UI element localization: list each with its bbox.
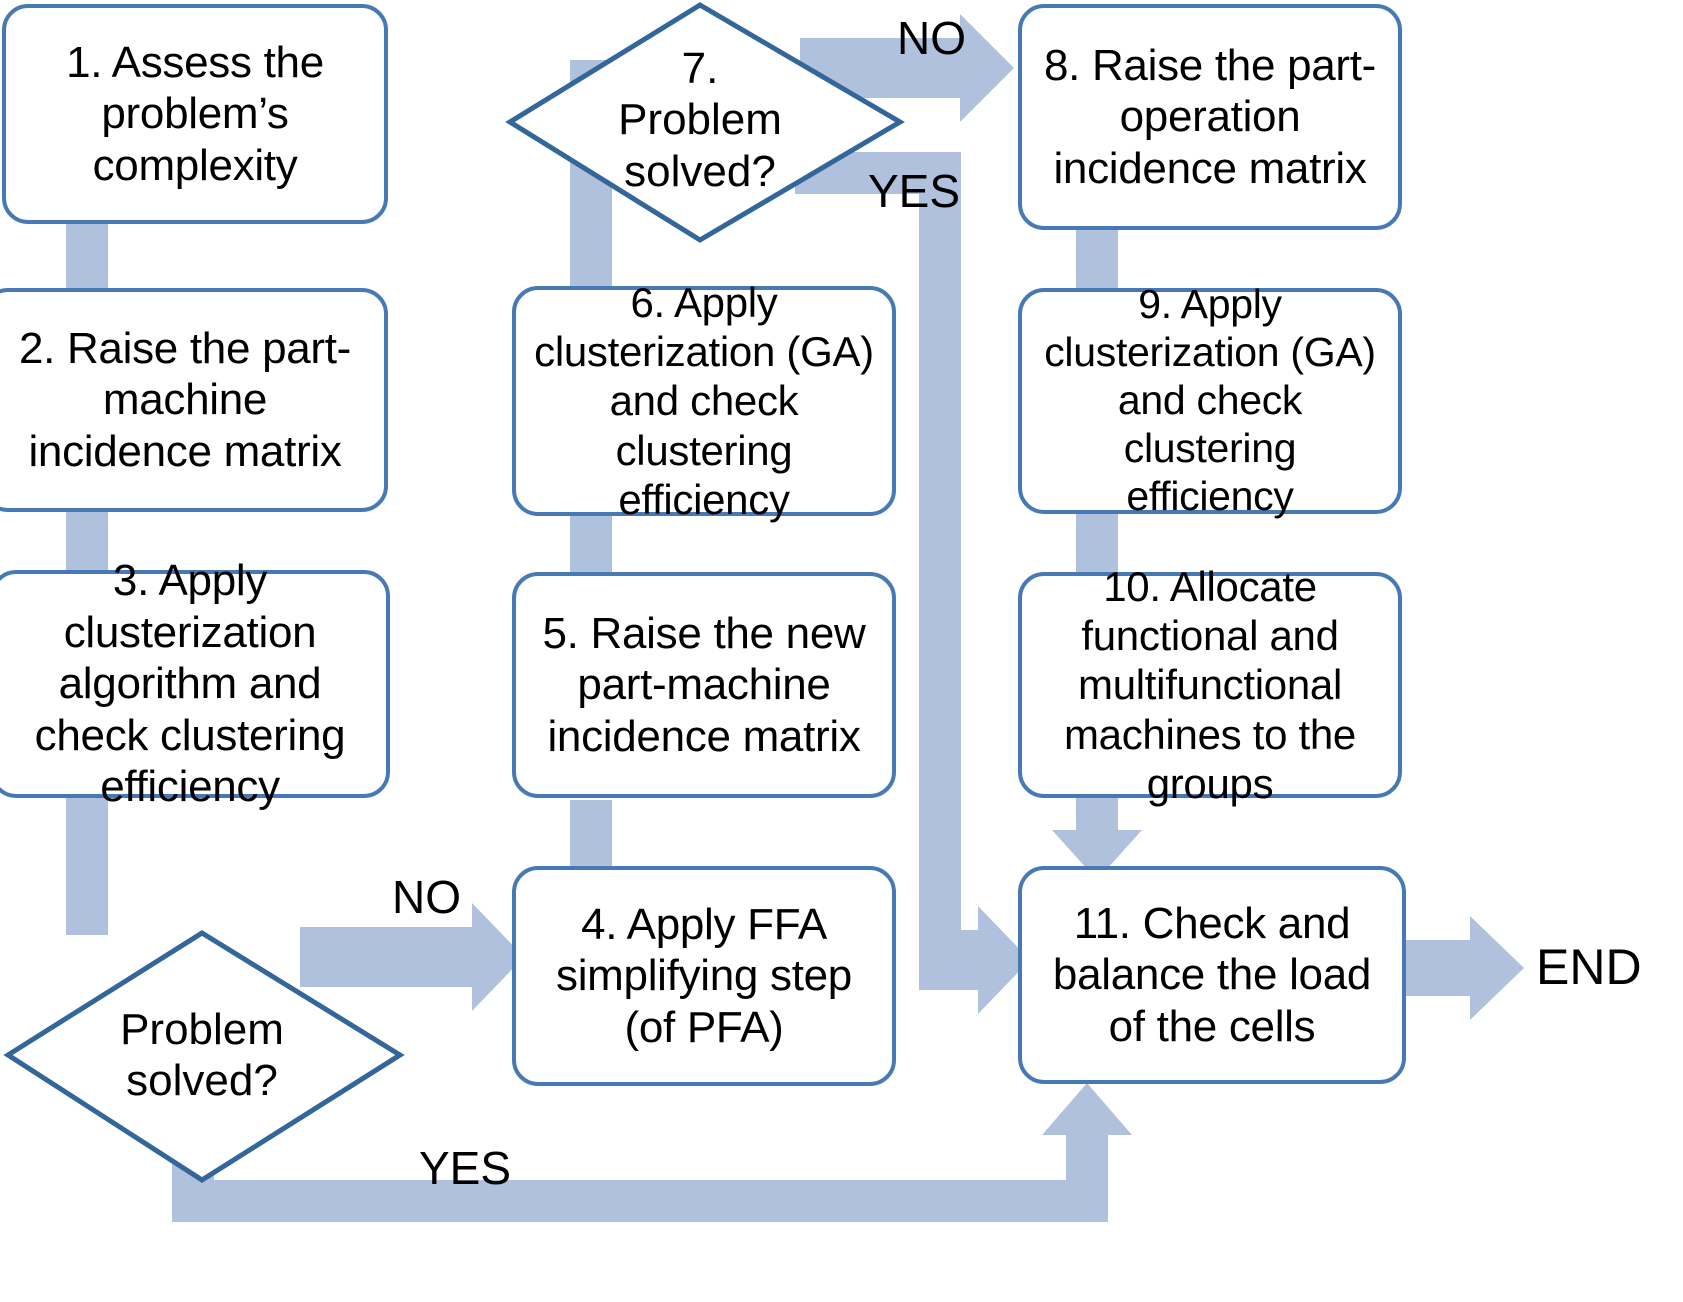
- node-9-label: 9. Apply clusterization (GA) and check c…: [1044, 281, 1376, 519]
- connector-d2-yes-arrow-n11: [919, 906, 1030, 1014]
- connector-d2-yes-vertical: [919, 152, 961, 952]
- decision-d2-shape: [505, 2, 905, 243]
- end-terminator-label: END: [1536, 939, 1642, 995]
- node-1-label: 1. Assess the problem’s complexity: [66, 37, 324, 190]
- node-9-apply-clusterization-ga-check-clustering-efficiency[interactable]: 9. Apply clusterization (GA) and check c…: [1018, 281, 1402, 519]
- node-1-assess-problem-complexity[interactable]: 1. Assess the problem’s complexity: [2, 4, 388, 224]
- edge-label-yes-from-decision-7: YES: [868, 165, 961, 217]
- connector-bottom-up-arrow-n11: [1042, 1083, 1132, 1222]
- node-3-label: 3. Apply clusterization algorithm and ch…: [34, 556, 346, 812]
- node-8-raise-part-operation-incidence-matrix[interactable]: 8. Raise the part- operation incidence m…: [1018, 4, 1402, 230]
- node-10-label: 10. Allocate functional and multifunctio…: [1063, 563, 1356, 807]
- node-5-raise-new-part-machine-incidence-matrix[interactable]: 5. Raise the new part-machine incidence …: [512, 572, 896, 798]
- node-3-apply-clusterization-check-efficiency[interactable]: 3. Apply clusterization algorithm and ch…: [0, 556, 390, 811]
- edge-label-no-from-decision-7: NO: [897, 12, 966, 64]
- decision-d1-shape: [3, 930, 405, 1183]
- connector-n4-n5: [570, 800, 612, 870]
- node-5-label: 5. Raise the new part-machine incidence …: [542, 608, 866, 761]
- connector-bottom-horizontal: [172, 1180, 1108, 1222]
- edge-label-yes-from-decision-1: YES: [419, 1142, 512, 1194]
- node-2-label: 2. Raise the part- machine incidence mat…: [18, 323, 352, 476]
- connector-n11-end-arrow: [1406, 916, 1524, 1020]
- node-8-label: 8. Raise the part- operation incidence m…: [1043, 40, 1377, 193]
- connector-d1-n4-no: [300, 903, 524, 1011]
- node-4-label: 4. Apply FFA simplifying step (of PFA): [556, 899, 852, 1052]
- node-11-check-balance-load-of-cells[interactable]: 11. Check and balance the load of the ce…: [1018, 866, 1406, 1084]
- node-4-apply-ffa-simplifying-step[interactable]: 4. Apply FFA simplifying step (of PFA): [512, 866, 896, 1086]
- node-6-label: 6. Apply clusterization (GA) and check c…: [534, 279, 874, 523]
- edge-label-no-from-decision-1: NO: [392, 871, 461, 923]
- node-11-label: 11. Check and balance the load of the ce…: [1052, 898, 1372, 1051]
- node-6-apply-clusterization-ga-check-efficiency[interactable]: 6. Apply clusterization (GA) and check c…: [512, 279, 896, 523]
- node-10-allocate-functional-multifunctional-machines[interactable]: 10. Allocate functional and multifunctio…: [1018, 563, 1402, 807]
- node-2-raise-part-machine-incidence-matrix[interactable]: 2. Raise the part- machine incidence mat…: [0, 288, 388, 512]
- connector-n10-n11-arrow: [1052, 798, 1142, 880]
- connector-n3-d1: [66, 795, 108, 935]
